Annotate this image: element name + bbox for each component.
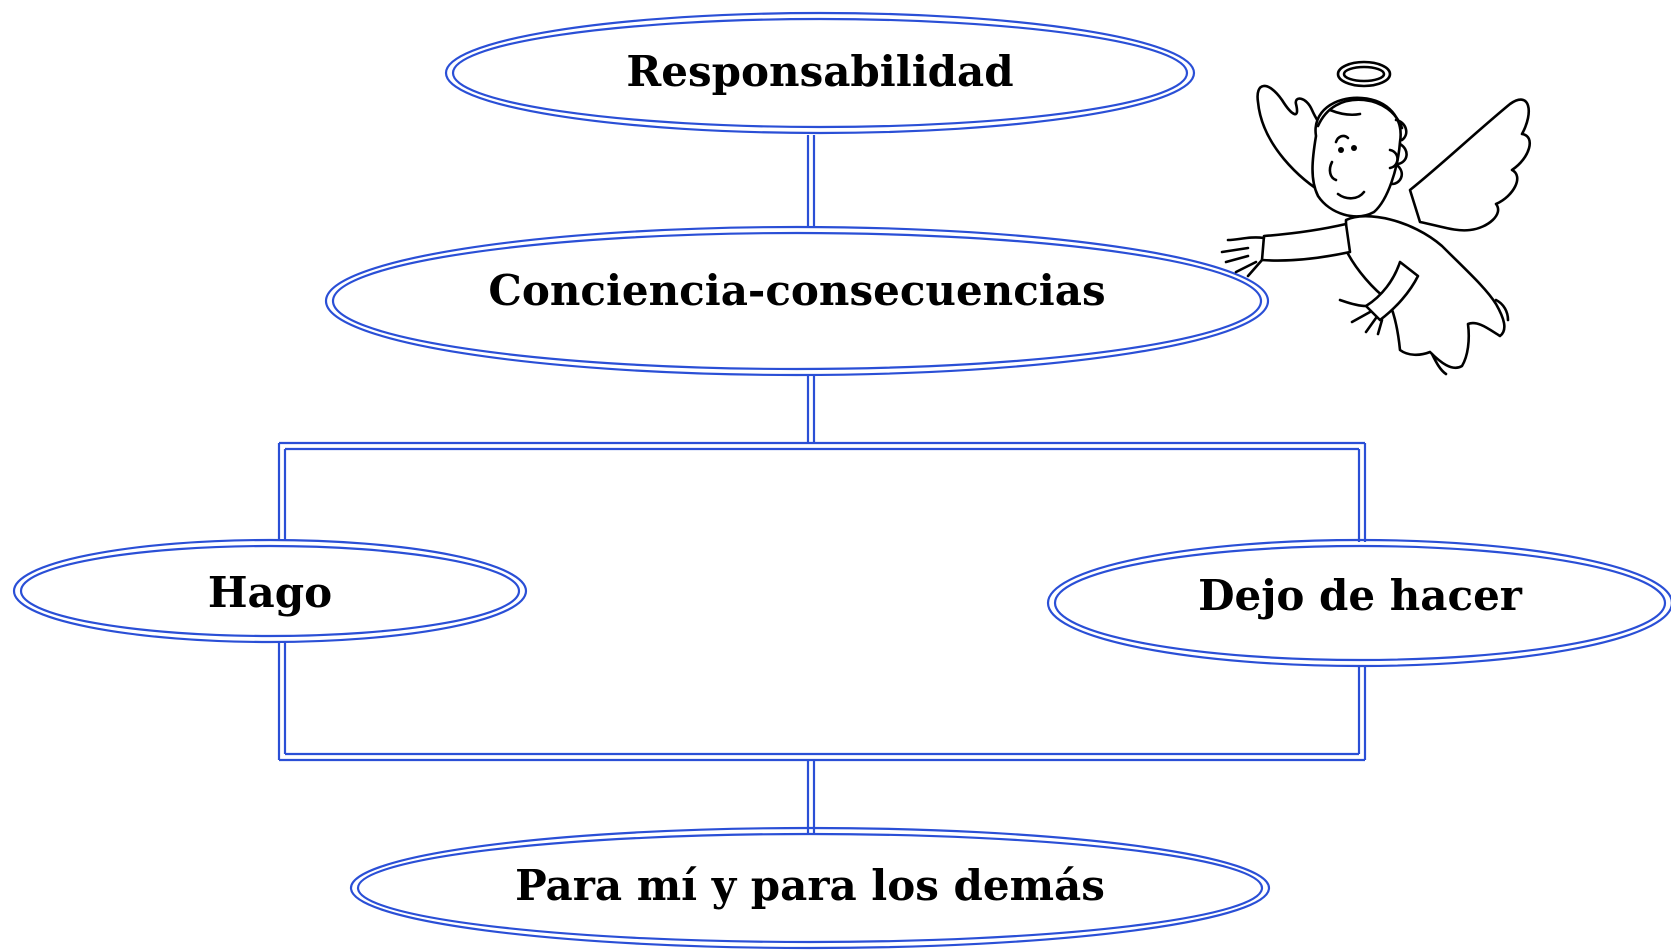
node-conciencia-label: Conciencia-consecuencias [488, 266, 1105, 315]
node-responsabilidad: Responsabilidad [444, 11, 1196, 135]
node-conciencia: Conciencia-consecuencias [324, 225, 1270, 377]
split-bar-top [277, 441, 1367, 542]
node-para-mi: Para mí y para los demás [349, 826, 1271, 950]
edge-conciencia-split [806, 376, 816, 443]
node-hago-label: Hago [208, 568, 332, 617]
node-para-mi-label: Para mí y para los demás [515, 861, 1105, 910]
edge-responsabilidad-conciencia [806, 135, 816, 228]
edge-join-para [806, 760, 816, 833]
join-bar-bottom [277, 642, 1367, 762]
node-hago: Hago [12, 538, 528, 644]
node-responsabilidad-label: Responsabilidad [626, 47, 1013, 96]
angel-icon [1220, 60, 1532, 376]
connectors [277, 135, 1367, 833]
node-dejo-de-hacer: Dejo de hacer [1046, 538, 1671, 668]
node-dejo-de-hacer-label: Dejo de hacer [1198, 571, 1523, 620]
